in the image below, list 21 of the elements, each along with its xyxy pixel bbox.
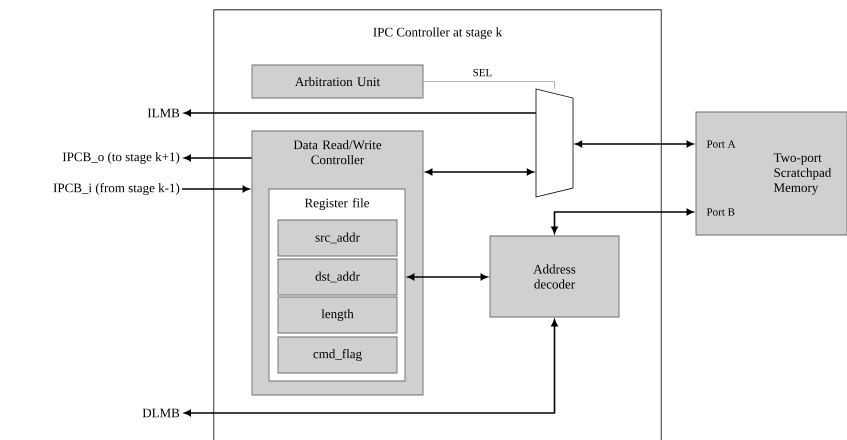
- arrow: [407, 274, 488, 280]
- arrow: [182, 186, 250, 192]
- connector-line: [423, 81, 555, 90]
- register-box: length: [278, 296, 398, 334]
- signal-label: ILMB: [148, 108, 180, 118]
- arrow: [425, 168, 534, 176]
- edge-label: SEL: [473, 68, 492, 76]
- arrow: [184, 154, 252, 162]
- signal-label: DLMB: [142, 408, 180, 418]
- register-box: cmd_flag: [278, 336, 398, 374]
- signal-label: IPCB_o (to stage k+1): [62, 152, 180, 164]
- signal-label: IPCB_i (from stage k-1): [54, 183, 180, 195]
- register-box: src_addr: [278, 220, 398, 256]
- arrow: [551, 208, 694, 234]
- arrow: [184, 319, 558, 416]
- register-box: dst_addr: [278, 258, 398, 296]
- arrow: [575, 140, 694, 148]
- decoder-box: Address decoder: [490, 236, 620, 318]
- memory-box: Two-port Scratchpad Memory Port A Port B: [696, 112, 847, 236]
- arrow: [184, 110, 536, 116]
- unit-box: Arbitration Unit: [252, 64, 424, 98]
